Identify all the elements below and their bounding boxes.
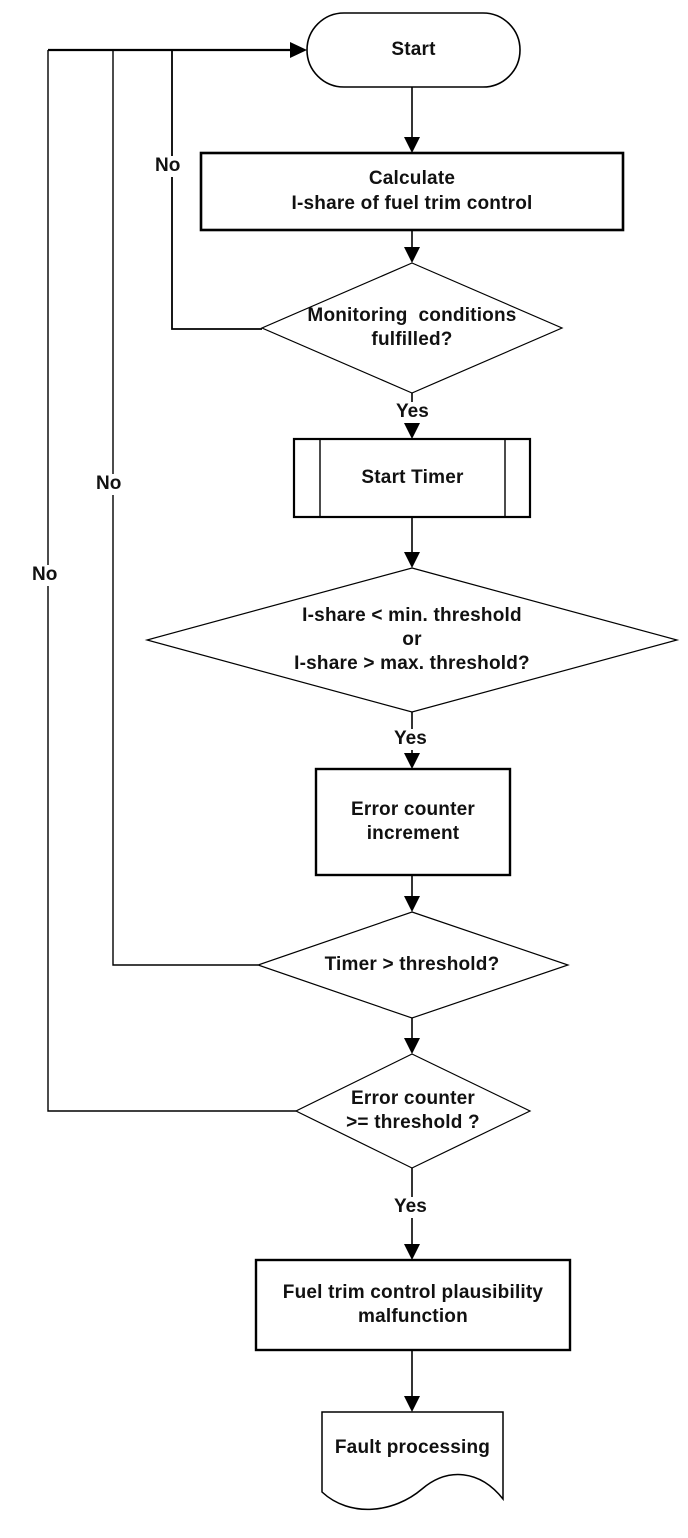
error-check-decision-shape [294,1053,532,1169]
arrowhead-into-start [290,42,307,58]
edge-no-timer [112,50,258,966]
calculate-process-shape [199,151,625,232]
edge-no-monitoring [171,50,262,330]
arrowhead-calculate [404,137,420,153]
arrowhead-ishare [404,552,420,568]
arrowhead-fault [404,1396,420,1412]
arrowhead-error-check [404,1038,420,1054]
arrowhead-start-timer [404,423,420,439]
start-timer-shape [292,437,532,519]
fault-document-shape [321,1411,504,1511]
malfunction-shape [254,1258,572,1352]
ishare-decision-shape [144,567,680,713]
arrowhead-error-increment [404,753,420,769]
arrowhead-monitoring [404,247,420,263]
arrowhead-timer-check [404,896,420,912]
start-terminator-shape [306,12,521,88]
edge-no-error [47,50,296,1112]
timer-check-decision-shape [256,911,570,1019]
arrowhead-malfunction [404,1244,420,1260]
error-increment-shape [314,767,512,877]
monitoring-decision-shape [260,262,564,394]
